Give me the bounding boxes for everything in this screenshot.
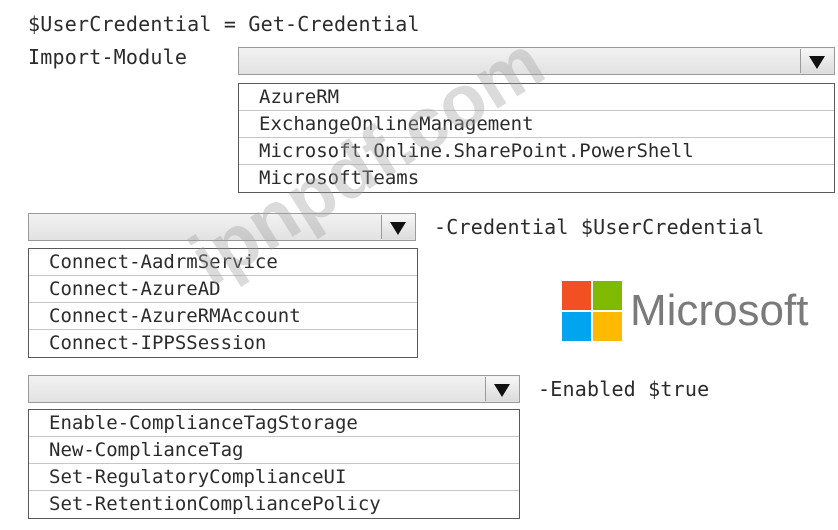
compliance-option[interactable]: Set-RetentionCompliancePolicy xyxy=(49,493,381,515)
connect-dropdown-button[interactable] xyxy=(381,215,414,239)
credential-line: $UserCredential = Get-Credential xyxy=(28,12,420,36)
module-option[interactable]: AzureRM xyxy=(239,84,834,111)
microsoft-logo-icon xyxy=(562,281,622,341)
connect-dropdown[interactable] xyxy=(28,213,416,241)
compliance-option[interactable]: New-ComplianceTag xyxy=(29,437,519,464)
logo-square-yellow xyxy=(593,312,622,341)
module-dropdown-button[interactable] xyxy=(800,49,833,73)
enabled-parameter-text: -Enabled $true xyxy=(538,377,710,401)
connect-option[interactable]: Connect-IPPSSession xyxy=(49,332,267,354)
module-option[interactable]: Microsoft.Online.SharePoint.PowerShell xyxy=(239,138,834,165)
compliance-dropdown[interactable] xyxy=(28,375,520,403)
compliance-option[interactable]: Set-RegulatoryComplianceUI xyxy=(29,464,519,491)
triangle-down-icon xyxy=(390,222,406,235)
triangle-down-icon xyxy=(494,384,510,397)
module-option[interactable]: ExchangeOnlineManagement xyxy=(239,111,834,138)
compliance-dropdown-button[interactable] xyxy=(485,377,518,401)
microsoft-logo-text: Microsoft xyxy=(630,286,809,335)
logo-square-red xyxy=(562,281,591,310)
module-option[interactable]: MicrosoftTeams xyxy=(259,167,420,189)
import-module-label: Import-Module xyxy=(28,45,188,69)
connect-option[interactable]: Connect-AadrmService xyxy=(29,249,417,276)
logo-square-blue xyxy=(562,312,591,341)
triangle-down-icon xyxy=(809,56,825,69)
module-dropdown[interactable] xyxy=(238,47,835,75)
connect-option[interactable]: Connect-AzureAD xyxy=(29,276,417,303)
compliance-option[interactable]: Enable-ComplianceTagStorage xyxy=(29,410,519,437)
logo-square-green xyxy=(593,281,622,310)
connect-option[interactable]: Connect-AzureRMAccount xyxy=(29,303,417,330)
credential-parameter-text: -Credential $UserCredential xyxy=(434,215,765,239)
